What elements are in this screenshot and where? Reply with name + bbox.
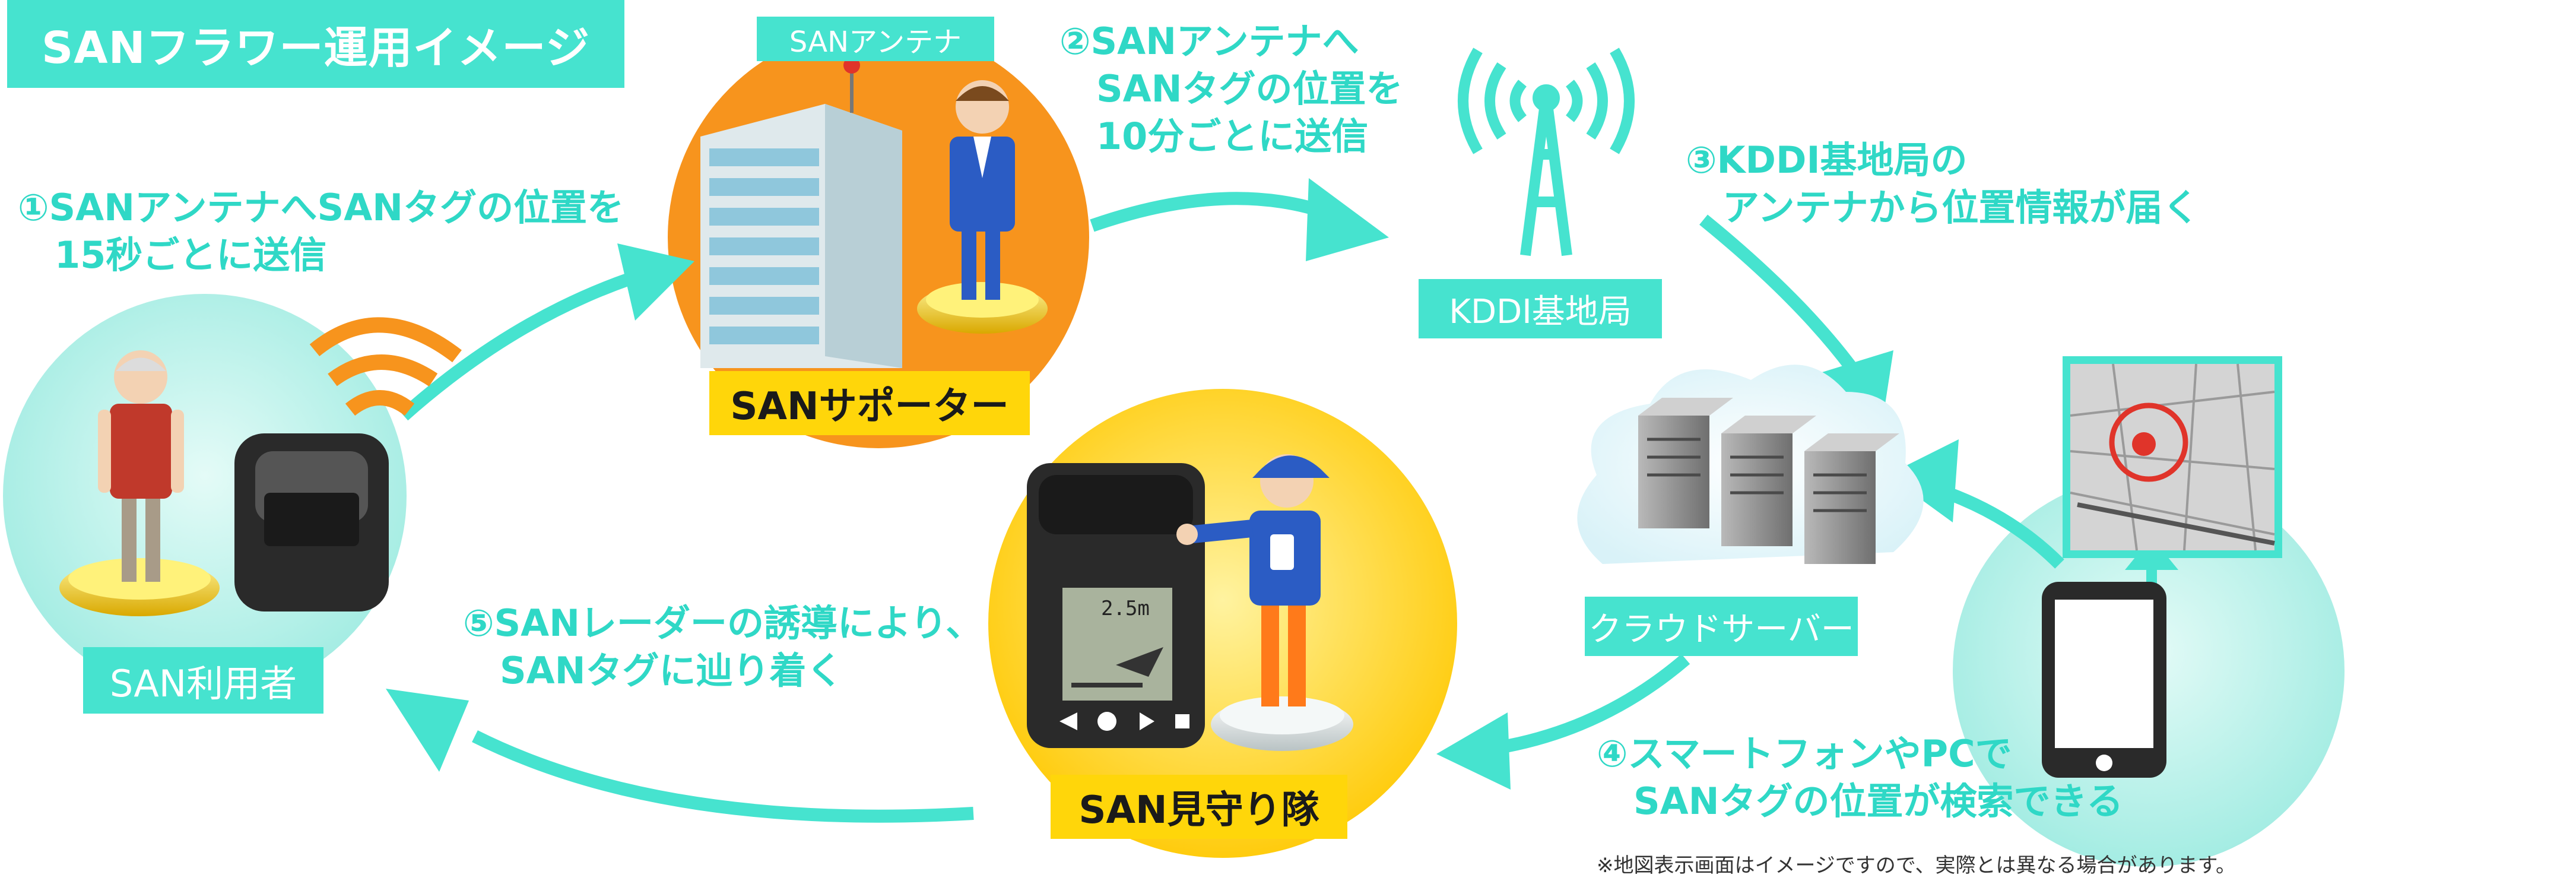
san-tag-device xyxy=(234,433,389,611)
label-san-watch-team: SAN見守り隊 xyxy=(1051,775,1347,839)
disclaimer-note: ※地図表示画面はイメージですので、実際とは異なる場合があります。 xyxy=(1597,854,2236,877)
arrow-supporter-to-kddi xyxy=(1090,178,1389,261)
label-san-supporter: SANサポーター xyxy=(709,371,1030,435)
arrow-watch-to-user xyxy=(386,689,974,823)
step-4-text: ④スマートフォンやPCで SANタグの位置が検索できる xyxy=(1597,732,2124,823)
cloud-server-icon xyxy=(1577,365,1924,564)
radar-distance-readout: 2.5m xyxy=(1101,597,1150,620)
step-1-text: ①SANアンテナへSANタグの位置を 15秒ごとに送信 xyxy=(18,186,624,277)
step-3-text: ③KDDI基地局の アンテナから位置情報が届く xyxy=(1686,138,2200,229)
label-san-user: SAN利用者 xyxy=(83,647,323,714)
businessman-figure xyxy=(917,80,1048,334)
building-icon xyxy=(700,53,902,368)
arrow-phone-to-cloud xyxy=(1887,439,2064,569)
map-thumbnail xyxy=(2063,356,2282,558)
label-san-antenna: SANアンテナ xyxy=(757,17,994,61)
step-5-text: ⑤SANレーダーの誘導により、 SANタグに辿り着く xyxy=(463,601,983,692)
arrow-cloud-to-watch xyxy=(1436,654,1690,790)
san-radar-device xyxy=(1027,463,1205,748)
label-kddi-station: KDDI基地局 xyxy=(1419,279,1662,338)
smartphone-icon xyxy=(2042,582,2166,778)
arrow-user-to-supporter xyxy=(399,243,694,421)
san-user-figure xyxy=(59,350,220,616)
page-title: SANフラワー運用イメージ xyxy=(7,0,624,88)
antenna-tower-icon xyxy=(1458,47,1635,256)
wifi-signal-icon xyxy=(309,317,462,416)
watch-team-figure xyxy=(1176,454,1353,751)
step-2-text: ②SANアンテナへ SANタグの位置を 10分ごとに送信 xyxy=(1059,20,1403,158)
label-cloud-server: クラウドサーバー xyxy=(1585,597,1858,656)
